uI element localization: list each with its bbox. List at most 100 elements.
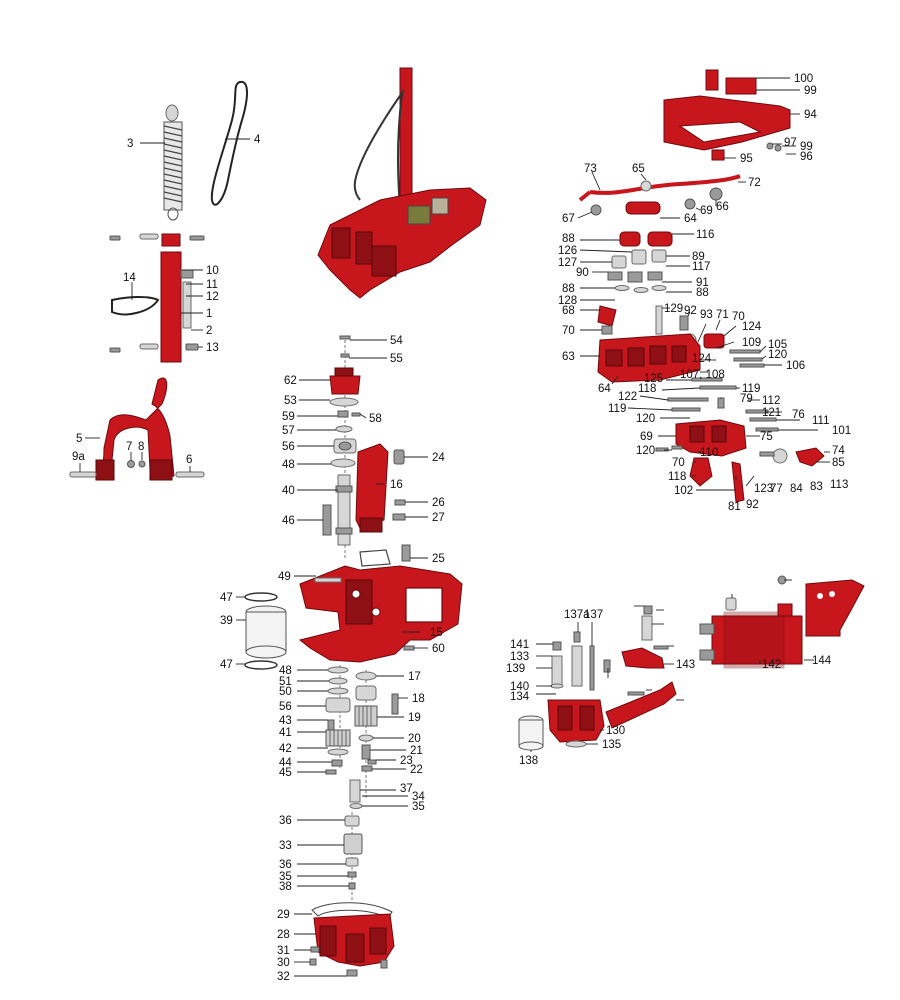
label-55: 55 (390, 353, 403, 365)
label-56-top: 56 (282, 441, 295, 453)
label-2: 2 (206, 325, 212, 337)
label-22: 22 (410, 764, 423, 776)
label-26: 26 (432, 497, 445, 509)
label-59: 59 (282, 411, 295, 423)
label-68: 68 (562, 305, 575, 317)
label-51: 51 (279, 676, 292, 688)
label-60: 60 (432, 643, 445, 655)
label-48-top: 48 (282, 459, 295, 471)
label-107-108: 113 (830, 479, 848, 491)
label-133: 142 (762, 659, 781, 671)
label-121: 126 (558, 245, 577, 257)
label-29: 29 (277, 909, 290, 921)
label-58: 58 (369, 413, 382, 425)
label-134: 143 (676, 659, 695, 671)
label-3: 3 (127, 138, 133, 150)
label-120-b: 124 (692, 353, 712, 365)
label-78: 76 (792, 409, 805, 421)
label-88-bottom: 92 (746, 499, 759, 511)
label-12: 12 (206, 291, 219, 303)
label-38: 38 (279, 881, 292, 893)
label-81: 79 (740, 393, 753, 405)
label-28: 28 (277, 929, 290, 941)
label-120-a: 124 (742, 321, 762, 333)
label-13: 13 (206, 342, 219, 354)
label-9a: 9a (72, 451, 85, 463)
label-64-bottom: 64 (598, 383, 611, 395)
label-82: 81 (728, 501, 741, 513)
label-101: 106 (786, 360, 805, 372)
label-114: 119 (742, 383, 760, 395)
label-73-right: 71 (716, 309, 729, 321)
label-123: 128 (558, 295, 577, 307)
label-18: 18 (412, 693, 425, 705)
label-83: 83 (810, 481, 823, 493)
label-116: 120 (636, 413, 655, 425)
label-71: 70 (672, 457, 685, 469)
label-117: 120 (636, 445, 655, 457)
center-column (322, 335, 411, 567)
label-40: 40 (282, 485, 295, 497)
label-106: 112 (762, 395, 780, 407)
label-1: 1 (206, 308, 212, 320)
label-119-b: 123 (754, 483, 773, 495)
label-35-top: 35 (412, 801, 425, 813)
label-88-left: 90 (576, 267, 589, 279)
label-15: 15 (430, 627, 443, 639)
label-19: 19 (408, 712, 421, 724)
label-5: 5 (76, 433, 82, 445)
label-34: 34 (412, 791, 425, 803)
red-bar (160, 251, 182, 363)
label-118-a: 120 (768, 349, 787, 361)
label-31: 31 (277, 945, 290, 957)
label-45: 45 (279, 767, 292, 779)
label-11: 11 (206, 279, 218, 291)
gear-stack (325, 665, 399, 809)
label-99-right: 101 (832, 425, 851, 437)
spring-and-rod-assembly (109, 80, 248, 363)
label-48-bottom: 48 (279, 665, 292, 677)
label-6: 6 (186, 454, 192, 466)
label-129: 138 (519, 755, 538, 767)
label-120-c: 125 (644, 373, 663, 385)
label-50: 50 (279, 686, 292, 698)
label-42: 42 (279, 743, 292, 755)
label-20: 20 (408, 733, 421, 745)
label-130: 139 (506, 663, 525, 675)
label-89: 92 (684, 305, 697, 317)
label-86-left: 88 (562, 283, 575, 295)
label-119-a: 122 (618, 391, 637, 403)
label-74: 72 (748, 177, 761, 189)
label-54: 54 (390, 335, 403, 347)
part-number-labels: 3 4 14 10 11 12 1 2 13 5 7 8 9a 6 54 55 … (72, 73, 851, 983)
label-37: 37 (400, 783, 413, 795)
label-35-bottom: 35 (279, 871, 292, 883)
assembled-unit (317, 67, 487, 299)
label-62: 62 (284, 375, 297, 387)
label-124-bottom: 130 (606, 725, 625, 737)
label-100: 105 (768, 339, 787, 351)
label-36-bottom: 36 (279, 859, 292, 871)
label-17: 17 (408, 671, 421, 683)
label-77: 75 (760, 431, 773, 443)
label-124-top: 129 (664, 303, 683, 315)
label-70: 69 (640, 431, 653, 443)
label-125: 133 (510, 651, 529, 663)
label-64-top: 64 (684, 213, 697, 225)
label-75: 73 (584, 163, 597, 175)
leader-lines (79, 77, 830, 977)
label-30: 30 (277, 957, 290, 969)
label-96: 99 (804, 85, 817, 97)
sling-cable (210, 80, 248, 206)
label-111: 118 (668, 471, 686, 483)
label-91: 94 (804, 109, 817, 121)
yoke (69, 377, 205, 481)
label-87-right: 89 (692, 251, 705, 263)
label-79: 77 (770, 483, 783, 495)
label-43: 43 (279, 715, 292, 727)
label-105: 111 (812, 415, 829, 427)
label-63: 63 (562, 351, 575, 363)
label-131: 140 (510, 681, 529, 693)
label-46: 46 (282, 515, 295, 527)
label-99-left: 102 (674, 485, 693, 497)
